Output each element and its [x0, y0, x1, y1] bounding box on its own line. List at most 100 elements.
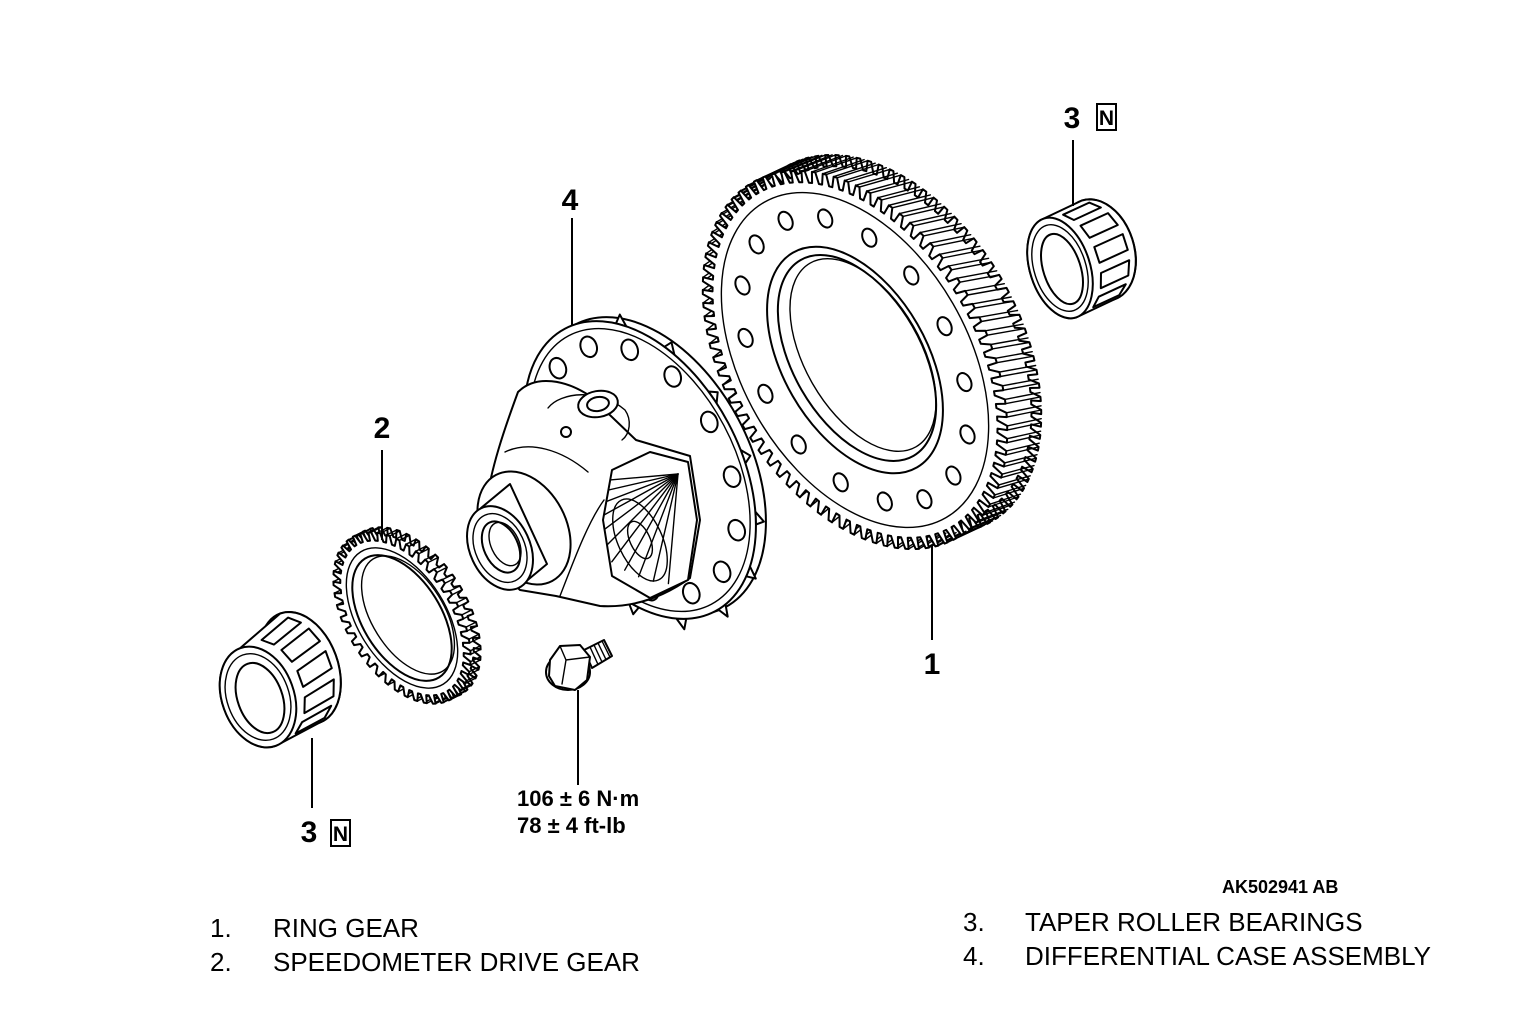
case-lock-pin [560, 426, 572, 438]
ring-gear-helical-tooth [1006, 434, 1041, 444]
legend-number: 4. [963, 941, 985, 971]
ring-gear-helical-tooth [977, 508, 1009, 522]
ring-gear-helical-tooth [1005, 446, 1040, 456]
ring-gear-helical-tooth [880, 188, 924, 201]
ring-gear-helical-tooth [986, 327, 1026, 336]
speedo-gear-tooth-edge [467, 669, 480, 676]
ring-gear-helical-tooth [1004, 396, 1042, 405]
speedo-gear-tooth-edge [405, 538, 417, 545]
ring-gear-helical-tooth [959, 274, 1000, 283]
bolt-thread [593, 644, 603, 663]
ring-gear-helical-tooth [855, 172, 899, 187]
ring-gear-helical-tooth [844, 166, 887, 182]
speedo-gear-tooth-edge [466, 625, 478, 632]
ring-gear-helical-tooth [847, 168, 891, 183]
speedo-gear-tooth-edge [465, 675, 478, 682]
bearing-upper-roller [1092, 283, 1127, 309]
ring-gear-helical-tooth [941, 249, 984, 259]
ring-gear-helical-tooth [793, 154, 837, 172]
ring-gear-bolt-hole [945, 465, 962, 486]
speedo-gear-tooth-edge [449, 585, 461, 592]
speedo-gear-tooth-edge [398, 534, 411, 542]
speedo-gear-bore [351, 554, 453, 682]
pinion-gear-tooth [603, 473, 679, 553]
ring-gear-helical-tooth [902, 206, 945, 218]
bearing-lower-face-lip [224, 652, 292, 742]
ring-gear-helical-tooth [934, 531, 964, 548]
ring-gear-helical-tooth [984, 323, 1024, 332]
bolt-thread [589, 646, 599, 666]
ring-gear-helical-tooth [1003, 454, 1038, 464]
callout-differential-case: 4 [562, 184, 579, 217]
ring-gear-bore-inner [789, 258, 937, 452]
ring-gear-helical-tooth [891, 196, 935, 209]
callout-speedometer-drive-gear: 2 [374, 412, 391, 445]
speedo-gear-tooth-edge [385, 529, 398, 536]
speedo-gear-tooth-edge [395, 533, 407, 540]
ring-gear-helical-tooth [814, 157, 858, 174]
ring-gear-helical-tooth [975, 510, 1007, 524]
legend-number: 1. [210, 913, 232, 943]
ring-gear-helical-tooth [1006, 430, 1042, 440]
speedo-gear-tooth-edge [465, 621, 477, 628]
ring-gear-helical-tooth [1001, 378, 1039, 387]
pinion-gear-hub [626, 520, 654, 560]
ring-gear-helical-tooth [912, 215, 956, 227]
speedo-gear-tooth-edge [464, 677, 477, 684]
ring-gear-helical-tooth [822, 158, 865, 175]
ring-gear-bolt-hole [734, 275, 751, 296]
pinion-gear-tooth [603, 473, 679, 541]
ring-gear-helical-tooth [888, 194, 931, 207]
speedo-gear-tooth-edge [455, 597, 468, 604]
speedo-gear-tooth-edge [427, 556, 439, 564]
ring-gear-helical-tooth [866, 178, 910, 192]
case-flange-bolt-hole [681, 581, 701, 605]
ring-gear-helical-tooth [950, 261, 992, 271]
bearing-upper-roller [1099, 259, 1131, 290]
speedo-gear-tooth-edge [415, 545, 427, 552]
ring-gear-bolt-hole [876, 491, 893, 512]
speedo-gear-tooth-edge [468, 633, 480, 640]
ring-gear-helical-tooth [998, 475, 1031, 486]
ring-gear-helical-tooth [1006, 409, 1042, 418]
bearing-lower-bore [234, 661, 286, 735]
case-flange-bolt-hole [663, 365, 683, 388]
case-flange-bolt-hole [699, 410, 719, 434]
taper-roller-bearing-upper [1026, 198, 1137, 320]
pinion-gear-tooth [603, 473, 679, 485]
speedo-gear-tooth-edge [469, 648, 482, 656]
speedo-gear-face-edge [345, 547, 459, 689]
case-window-pinion-gear [603, 473, 679, 585]
callout-bearing-lower-number: 3 [301, 816, 318, 849]
case-body-contour [559, 499, 605, 597]
bolt-head-edge [559, 645, 591, 685]
ring-gear-bolt-hole [748, 234, 765, 255]
ring-gear-helical-tooth [939, 245, 981, 256]
bolt-head [548, 644, 591, 691]
ring-gear-helical-tooth [898, 203, 942, 215]
case-boss-lip [547, 394, 630, 441]
ring-gear-helical-tooth [970, 514, 1002, 529]
ring-gear-helical-tooth [991, 341, 1031, 350]
pinion-gear-tooth [652, 473, 679, 582]
legend-label: TAPER ROLLER BEARINGS [1025, 907, 1363, 937]
torque-imperial: 78 ± 4 ft-lb [517, 813, 626, 838]
differential-case-assembly [466, 313, 767, 631]
ring-gear-helical-tooth [783, 154, 826, 173]
taper-roller-bearing-lower [218, 610, 342, 749]
ring-gear-helical-tooth [968, 516, 999, 531]
ring-gear-helical-tooth [964, 283, 1005, 292]
speedo-gear-tooth-edge [444, 577, 456, 584]
ring-gear-bolt-hole [903, 265, 920, 286]
ring-gear-helical-tooth [978, 309, 1019, 318]
ring-gear-helical-tooth [1005, 405, 1042, 414]
figure-id: AK502941 AB [1222, 877, 1338, 897]
bearing-lower-roller [260, 616, 302, 646]
ring-gear-bolt-hole [790, 434, 807, 455]
speedo-gear-tooth-edge [451, 589, 463, 596]
case-hub-end-ring [472, 512, 528, 584]
ring-gear-helical-tooth [774, 155, 816, 175]
ring-gear-bolt-hole [757, 383, 774, 404]
case-flange-bolt-hole [722, 465, 742, 488]
legend: 1. RING GEAR 2. SPEEDOMETER DRIVE GEAR 3… [210, 907, 1431, 977]
